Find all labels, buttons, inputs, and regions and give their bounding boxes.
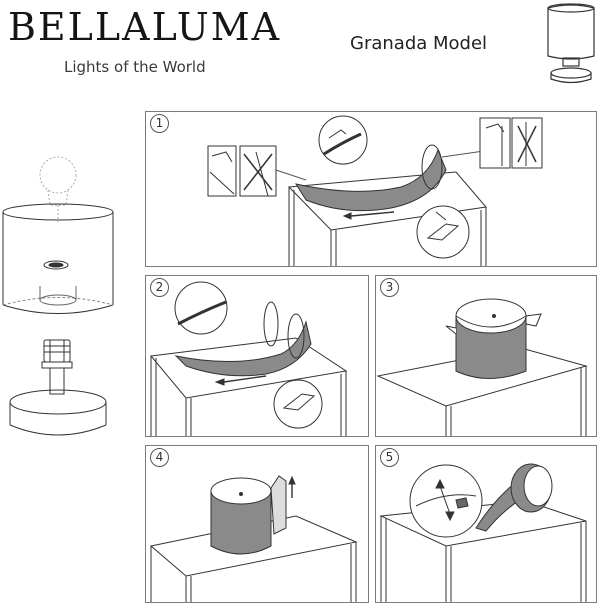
step-2-panel: 2 — [145, 275, 369, 437]
step-number: 5 — [380, 448, 399, 467]
step-number: 4 — [150, 448, 169, 467]
model-name: Granada Model — [350, 33, 488, 54]
step-3-panel: 3 — [375, 275, 597, 437]
step-number: 3 — [380, 278, 399, 297]
step-4-illustration — [149, 475, 358, 602]
step-4-panel: 4 — [145, 445, 369, 603]
brand-tagline: Lights of the World — [64, 58, 206, 76]
step-2-illustration — [150, 281, 348, 436]
step-1-panel: 1 — [145, 111, 597, 267]
step-number: 1 — [150, 114, 169, 133]
step-1-illustration — [207, 115, 543, 266]
step-5-panel: 5 — [375, 445, 597, 603]
brand-logo: BELLALUMA — [8, 5, 282, 49]
step-3-illustration — [376, 298, 588, 436]
step-5-illustration — [379, 463, 587, 602]
step-number: 2 — [150, 278, 169, 297]
